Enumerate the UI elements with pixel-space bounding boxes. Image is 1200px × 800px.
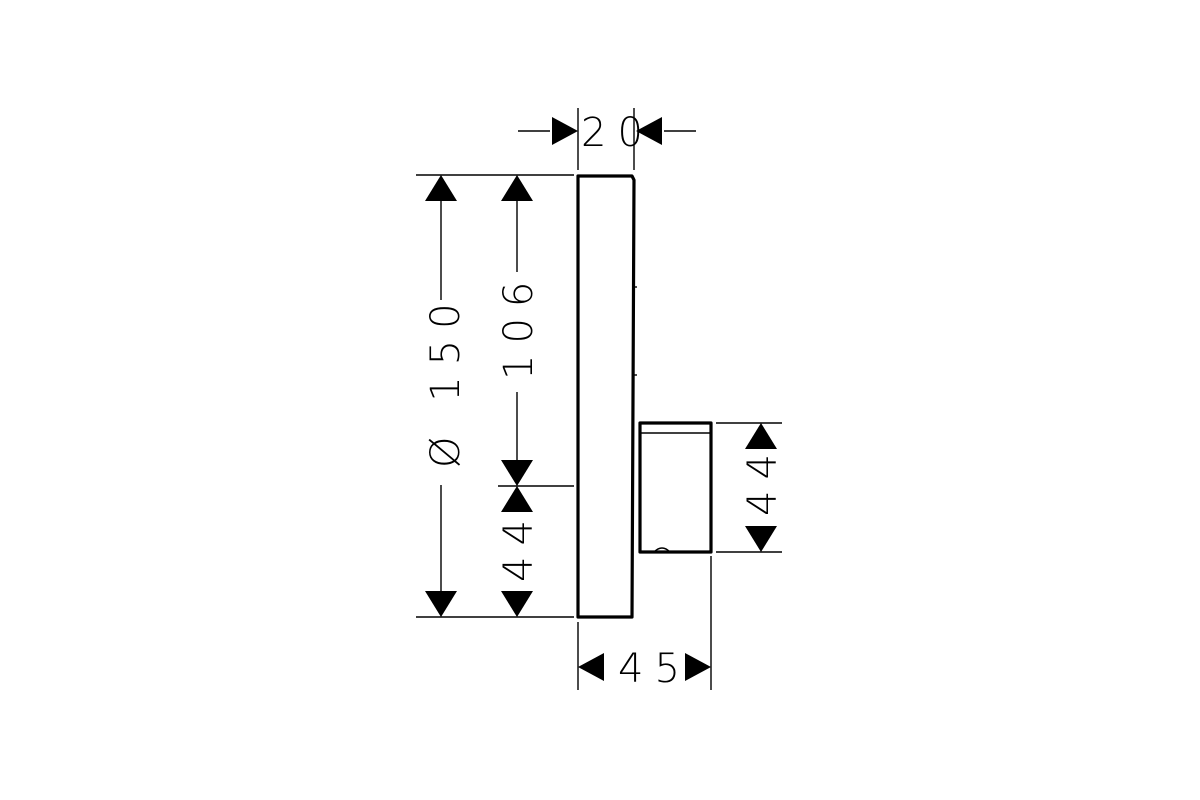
dimension-lower-left-height: 44 (496, 486, 542, 617)
dimension-label: 45 (618, 646, 691, 692)
handle-body-outline (638, 421, 713, 554)
dimension-label: 106 (496, 271, 542, 380)
arrow-down-icon (501, 591, 533, 617)
handle-detail-curve (653, 547, 671, 553)
dimension-label: 44 (740, 443, 786, 516)
arrow-right-icon (685, 653, 711, 681)
dimension-bottom-width: 45 (577, 556, 712, 692)
arrow-up-icon (425, 175, 457, 201)
arrow-up-icon (501, 486, 533, 512)
dimension-label: Ø 150 (423, 292, 469, 468)
arrow-left-icon (636, 117, 662, 145)
wall-plate-outline (576, 174, 636, 619)
dimension-top-width: 20 (518, 108, 696, 170)
dimension-right-height: 44 (716, 422, 786, 553)
arrow-down-icon (501, 460, 533, 486)
dimension-label: 20 (581, 110, 654, 156)
arrow-down-icon (425, 591, 457, 617)
dimension-diameter: Ø 150 (416, 174, 574, 618)
arrow-up-icon (745, 423, 777, 449)
arrow-left-icon (578, 653, 604, 681)
arrow-right-icon (552, 117, 578, 145)
arrow-down-icon (745, 526, 777, 552)
dimension-label: 44 (496, 509, 542, 582)
dimension-upper-height: 106 (496, 175, 574, 487)
arrow-up-icon (501, 175, 533, 201)
